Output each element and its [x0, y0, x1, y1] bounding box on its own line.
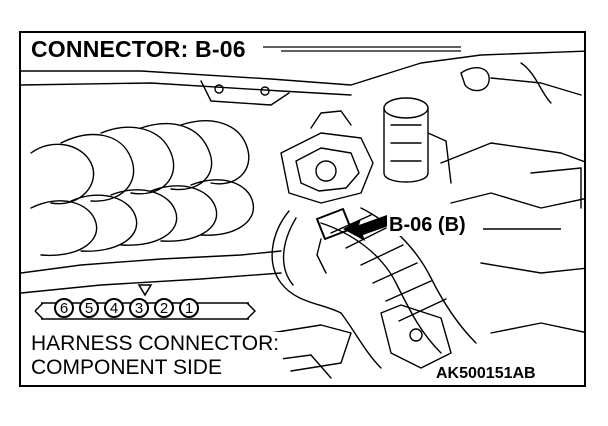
figure-code: AK500151AB — [434, 364, 538, 384]
diagram-frame — [19, 31, 586, 387]
connector-pin: 5 — [79, 298, 99, 318]
caption-line-2: COMPONENT SIDE — [31, 356, 222, 379]
connector-pin: 3 — [129, 298, 149, 318]
connector-caption: HARNESS CONNECTOR: COMPONENT SIDE — [31, 332, 284, 380]
connector-pin: 4 — [104, 298, 124, 318]
connector-pin: 6 — [54, 298, 74, 318]
connector-pin: 2 — [154, 298, 174, 318]
connector-pin: 1 — [179, 298, 199, 318]
caption-line-1: HARNESS CONNECTOR: — [31, 332, 280, 355]
connector-callout-label: B-06 (B) — [387, 214, 468, 236]
connector-title: CONNECTOR: B-06 — [31, 36, 250, 63]
